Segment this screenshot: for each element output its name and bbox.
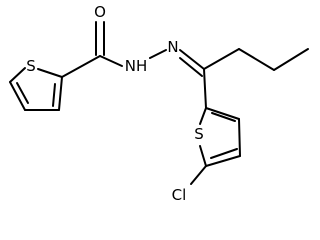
bond: [210, 148, 238, 159]
bond: [179, 49, 205, 70]
bond: [199, 107, 207, 125]
bond: [52, 83, 56, 107]
bond: [58, 76, 63, 111]
atom-labels: O S NH N S Cl: [26, 3, 204, 204]
bond: [205, 155, 241, 167]
carbonyl-group: [61, 21, 123, 78]
bond: [203, 48, 240, 70]
bond: [205, 107, 240, 120]
bond: [179, 57, 203, 77]
nh-label: NH: [125, 57, 148, 75]
oxygen-label: O: [94, 3, 106, 21]
thiophene-ring-right: [190, 68, 241, 185]
bond: [16, 82, 29, 104]
thiophene-ring-left: [9, 67, 63, 111]
bond: [211, 112, 236, 122]
bond: [238, 48, 275, 71]
propyl-chain: [203, 48, 309, 71]
sulfur-label-left: S: [26, 57, 36, 75]
bond: [61, 55, 101, 78]
structure-diagram: O S NH N S Cl: [9, 3, 309, 204]
nitrogen-label: N: [167, 38, 178, 56]
hydrazone-linkage: [149, 49, 205, 77]
bond: [199, 145, 207, 167]
bond: [9, 81, 26, 111]
bond: [190, 165, 207, 185]
chlorine-label: Cl: [172, 186, 187, 204]
bond: [273, 48, 309, 71]
bond: [149, 49, 167, 59]
sulfur-label-right: S: [194, 125, 204, 143]
bond: [9, 67, 26, 83]
bond: [99, 55, 123, 67]
bond: [37, 68, 63, 78]
bond: [238, 118, 241, 157]
bond: [203, 68, 207, 109]
